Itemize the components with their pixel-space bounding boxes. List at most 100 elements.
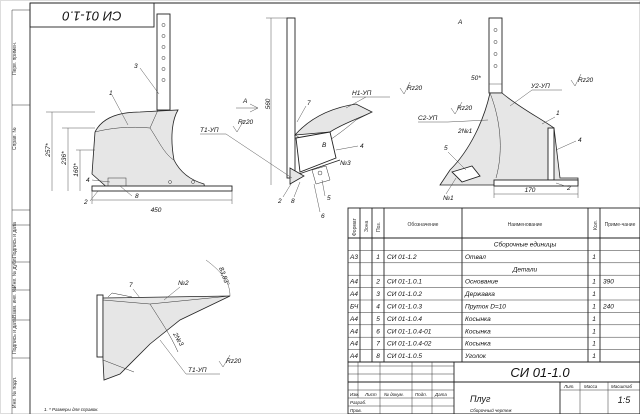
row-code: СИ 01-1.0.5: [387, 353, 422, 360]
leader-2-side: 2: [277, 198, 282, 205]
moldboard: [91, 109, 206, 191]
row-pos: 7: [376, 341, 380, 348]
side-label: Подпись и дата: [12, 222, 18, 258]
holder-section: [96, 294, 104, 358]
header-code: Обозначение: [408, 222, 439, 228]
row-code: СИ 01-1.0.3: [387, 304, 422, 311]
row-code: СИ 01-1.0.4-02: [387, 341, 432, 348]
header-name: Наименование: [508, 222, 543, 228]
weld-c2: С2-УП: [418, 115, 438, 122]
leader-5-top: 5: [444, 145, 448, 152]
row-qty: 1: [592, 353, 596, 360]
row-qty: 1: [592, 304, 596, 311]
leader-5-side: 5: [327, 195, 331, 202]
dim-560: 560: [265, 98, 272, 109]
roughness-rz20-left: Rz20: [457, 105, 473, 112]
section-a-mark: А: [242, 98, 247, 105]
view-section: 7 №2 83,83° 2№3 Т1-УП Rz20: [96, 259, 242, 381]
row-pos: 2: [375, 279, 380, 286]
product-name: Плуг: [470, 394, 491, 404]
row-pos: 5: [376, 316, 380, 323]
leader-3: 3: [134, 63, 138, 70]
roughness-rz20-top: Rz20: [407, 85, 423, 92]
row-qty: 1: [592, 291, 596, 298]
masshtab-label: Масштаб: [611, 384, 632, 389]
leader-7: 7: [307, 100, 311, 107]
section-parts: Детали: [512, 266, 538, 273]
row-pos: 1: [376, 254, 380, 261]
prov-label: Пров.: [350, 408, 362, 413]
row-format: А4: [349, 328, 358, 335]
top-stamp-box: [29, 2, 155, 28]
dim-236: 236*: [61, 151, 68, 166]
base-plate: [91, 185, 233, 192]
side-label: Взам. инв. №: [12, 287, 18, 318]
side-label: Инв. № дубл.: [12, 257, 18, 288]
row-note: 390: [603, 279, 614, 286]
share-section: [102, 295, 231, 381]
leader-2: 2: [83, 199, 88, 206]
leader-8: 8: [135, 193, 139, 200]
side-label: Перв. примен.: [12, 42, 18, 75]
row-qty: 1: [592, 254, 596, 261]
dim-257: 257*: [45, 143, 52, 158]
row-qty: 1: [592, 328, 596, 335]
dim-170: 170: [525, 187, 536, 194]
row-name: Державка: [464, 291, 495, 298]
row-name: Отвал: [465, 254, 486, 261]
leader-4: 4: [86, 177, 90, 184]
col-date: Дата: [434, 392, 447, 397]
leader-8-side: 8: [291, 198, 295, 205]
side-label: Подпись и дата: [12, 318, 18, 354]
row-pos: 4: [376, 304, 380, 311]
dim-50: 50*: [471, 75, 481, 82]
row-format: А4: [349, 353, 358, 360]
weld-t1-section: Т1-УП: [188, 367, 207, 374]
massa-label: Масса: [584, 384, 598, 389]
leader-4-side: 4: [360, 143, 364, 150]
section-assembly-units: Сборочные единицы: [494, 241, 557, 249]
spec-table: Формат Зона Поз. Обозначение Наименовани…: [347, 207, 640, 363]
leader-4-top: 4: [578, 137, 582, 144]
col-list: Лист: [364, 392, 377, 397]
row-format: А4: [349, 291, 358, 298]
side-label: Инв. № подл.: [12, 377, 18, 408]
doc-code: СИ 01-1.0: [510, 365, 570, 380]
section-b-mark: В: [322, 142, 327, 149]
weld-t1: Т1-УП: [200, 127, 219, 134]
leader-1: 1: [109, 90, 113, 97]
view-front: 450 257* 236* 160* 3 1 4 8 2: [45, 13, 233, 214]
dim-160: 160*: [73, 163, 80, 177]
row-code: СИ 01-1.2: [387, 254, 417, 261]
leader-7-section: 7: [129, 282, 133, 289]
holder-bar: [156, 13, 171, 111]
dim-2no1: 2№1: [457, 128, 473, 135]
lit-label: Лит.: [563, 384, 575, 389]
weld-n1: Н1-УП: [352, 90, 372, 97]
moldboard-side: [294, 103, 373, 136]
row-format: БЧ: [350, 304, 359, 311]
row-note: 240: [602, 304, 614, 311]
side-stamp: Перв. примен. Справ. № Подпись и дата Ин…: [12, 42, 18, 408]
col-sign: Подп.: [415, 392, 427, 397]
header-qty: Кол.: [593, 220, 599, 230]
roughness-rz20-top-view: Rz20: [578, 77, 594, 84]
row-format: А4: [349, 341, 358, 348]
leader-2-top: 2: [566, 185, 571, 192]
razrab-label: Разраб.: [350, 400, 366, 405]
view-top: А 50* У2-УП Rz20 Rz20 С2-УП 2№1 №1 5 1 4…: [418, 17, 594, 202]
roughness-rz20: Rz20: [238, 119, 254, 126]
row-format: А3: [349, 254, 358, 261]
row-name: Косынка: [465, 328, 491, 335]
header-note: Приме-чание: [605, 222, 636, 228]
section-a-title: А: [457, 19, 462, 26]
row-name: Косынка: [465, 316, 491, 323]
row-name: Уголок: [464, 353, 487, 360]
row-name: Косынка: [465, 341, 491, 348]
weld-y2: У2-УП: [530, 83, 550, 90]
row-code: СИ 01-1.0.4: [387, 316, 422, 323]
row-pos: 6: [376, 328, 380, 335]
